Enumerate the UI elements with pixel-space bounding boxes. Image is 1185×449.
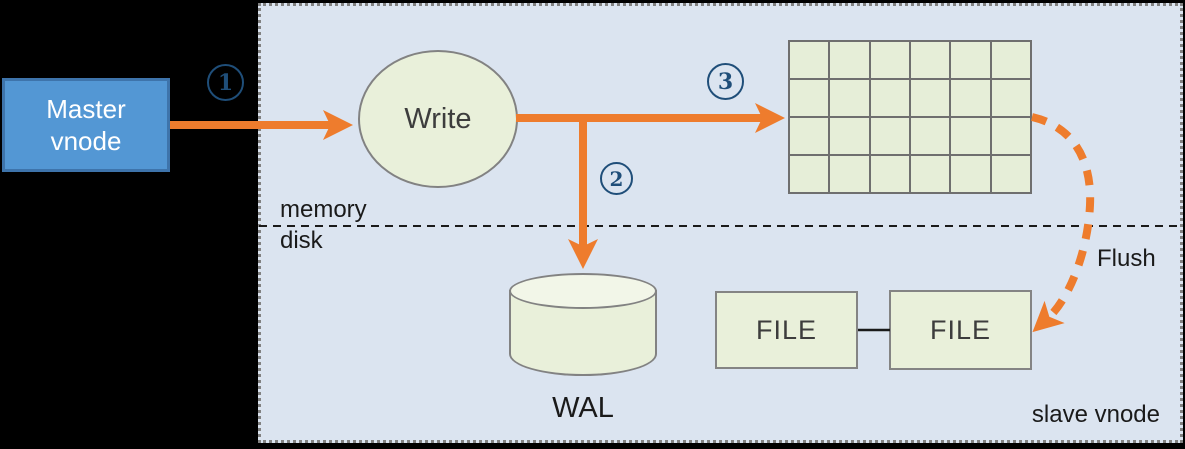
memory-table-cell	[910, 80, 950, 116]
memory-table-cell	[870, 156, 909, 192]
file-box-2-label: FILE	[929, 314, 992, 345]
memory-table-cell	[830, 80, 869, 116]
step-badge-3-number: 3	[717, 68, 734, 95]
wal-cylinder-top	[509, 273, 657, 309]
memory-table-cell	[830, 42, 869, 78]
memory-table-cell	[870, 42, 909, 78]
memory-table-cell	[790, 156, 829, 192]
memory-table-cell	[910, 118, 950, 154]
memory-table-cell	[790, 42, 829, 78]
memory-table-cell	[951, 156, 990, 192]
file-box-1-label: FILE	[755, 314, 818, 345]
step-badge-1: 1	[207, 64, 244, 101]
step-badge-2-number: 2	[609, 166, 624, 191]
memory-table-cell	[830, 118, 869, 154]
memory-table-cell	[870, 80, 909, 116]
file-box-2: FILE	[889, 290, 1032, 370]
wal-cylinder	[509, 273, 657, 376]
wal-label: WAL	[552, 392, 614, 424]
slave-vnode-label: slave vnode	[1031, 401, 1160, 428]
flush-label: Flush	[1097, 245, 1156, 272]
memory-table-cell	[910, 42, 950, 78]
write-node-label: Write	[404, 102, 472, 135]
memory-table-cell	[951, 42, 990, 78]
memory-table-cell	[790, 80, 829, 116]
step-badge-2: 2	[600, 162, 633, 195]
file-box-1: FILE	[715, 291, 858, 369]
step-badge-1-number: 1	[217, 69, 234, 96]
memory-table-cell	[790, 118, 829, 154]
memory-table-cell	[830, 156, 869, 192]
memory-table-cell	[991, 118, 1030, 154]
memory-table-cell	[991, 156, 1030, 192]
write-node: Write	[358, 50, 518, 188]
memory-table-cell	[991, 42, 1030, 78]
memory-table-cell	[870, 118, 909, 154]
memory-table-cell	[951, 118, 990, 154]
disk-label: disk	[280, 227, 323, 254]
memory-table-cell	[991, 80, 1030, 116]
memory-table-cell	[910, 156, 950, 192]
master-vnode-box: Master vnode	[2, 78, 170, 172]
step-badge-3: 3	[707, 63, 744, 100]
memory-table	[788, 40, 1032, 194]
memory-table-cell	[951, 80, 990, 116]
master-vnode-label: Master vnode	[46, 93, 126, 157]
memory-label: memory	[280, 196, 367, 223]
